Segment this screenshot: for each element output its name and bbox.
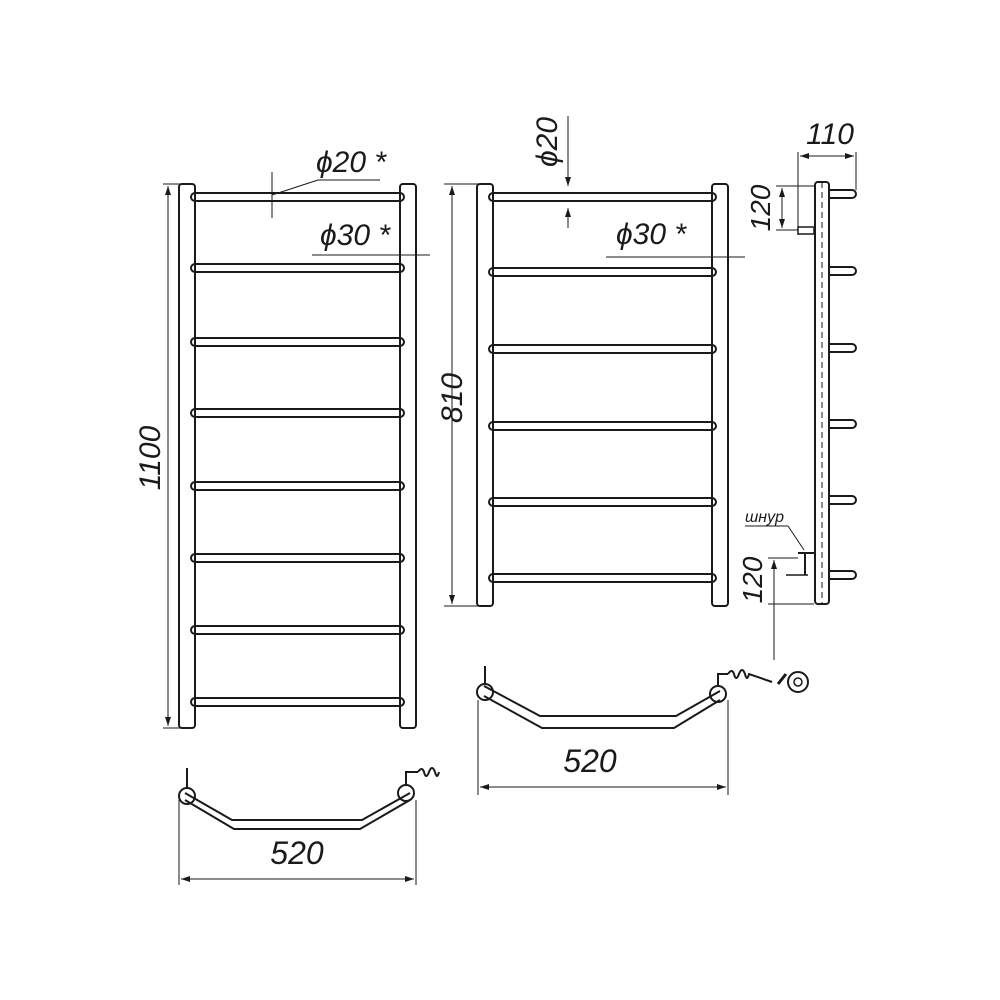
large-rail-crossbar xyxy=(190,408,405,418)
small-rail-width-label: 520 xyxy=(563,743,617,779)
small-rail-crossbar xyxy=(488,497,717,507)
small-rail-front-view: 810 ϕ20 ϕ30 * xyxy=(436,116,745,607)
small-rail-height-label: 810 xyxy=(436,373,469,423)
small-rail-crossbar-diameter-label: ϕ20 xyxy=(531,117,564,167)
large-rail-crossbar xyxy=(190,481,405,491)
large-rail-crossbar xyxy=(190,697,405,707)
side-view-bar-end xyxy=(829,495,857,505)
plug-icon xyxy=(776,671,809,693)
large-rail-cord-coil-icon xyxy=(405,767,440,785)
side-view: 110 120 шнур 120 xyxy=(737,118,857,660)
side-depth-label: 110 xyxy=(806,118,854,151)
large-rail-crossbar xyxy=(190,263,405,273)
small-rail-left-post xyxy=(476,183,494,607)
large-rail-crossbar xyxy=(190,553,405,563)
large-rail-top-view-curve xyxy=(184,792,411,821)
side-top-offset-label: 120 xyxy=(745,184,776,231)
side-view-bar-end xyxy=(829,343,857,353)
large-rail-front-view: 1100 ϕ20 * ϕ30 * xyxy=(134,146,430,729)
small-rail-top-view: 520 xyxy=(476,666,809,795)
small-rail-cord-coil-icon xyxy=(717,669,773,686)
side-view-bar-end xyxy=(829,266,857,276)
small-rail-crossbars xyxy=(488,192,717,583)
small-rail-crossbar xyxy=(488,573,717,583)
large-rail-crossbar-diameter-label: ϕ20 * xyxy=(316,146,387,179)
large-rail-height-label: 1100 xyxy=(134,425,167,490)
side-view-bar-end xyxy=(829,570,857,580)
small-rail-top-view-right-post xyxy=(709,685,727,703)
small-rail-post-diameter-label: ϕ30 * xyxy=(616,218,687,251)
large-rail-crossbars xyxy=(190,192,405,707)
large-rail-crossbar xyxy=(190,337,405,347)
small-rail-right-post xyxy=(711,183,729,607)
large-rail-top-view-right-post xyxy=(397,784,415,802)
large-rail-width-label: 520 xyxy=(270,835,324,871)
large-rail-crossbar xyxy=(190,192,405,202)
cord-label: шнур xyxy=(745,509,784,526)
side-view-bar-end xyxy=(829,189,857,199)
side-view-bar-end xyxy=(829,419,857,429)
large-rail-post-diameter-label: ϕ30 * xyxy=(320,219,391,252)
small-rail-top-view-curve xyxy=(483,685,721,717)
large-rail-top-view: 520 xyxy=(178,767,440,885)
large-rail-left-post xyxy=(178,183,196,729)
large-rail-crossbar xyxy=(190,625,405,635)
small-rail-crossbar xyxy=(488,267,717,277)
small-rail-crossbar xyxy=(488,344,717,354)
side-view-bar-ends xyxy=(829,189,857,580)
small-rail-crossbar xyxy=(488,192,717,202)
small-rail-crossbar xyxy=(488,421,717,431)
side-bottom-offset-label: 120 xyxy=(737,556,768,603)
large-rail-right-post xyxy=(399,183,417,729)
